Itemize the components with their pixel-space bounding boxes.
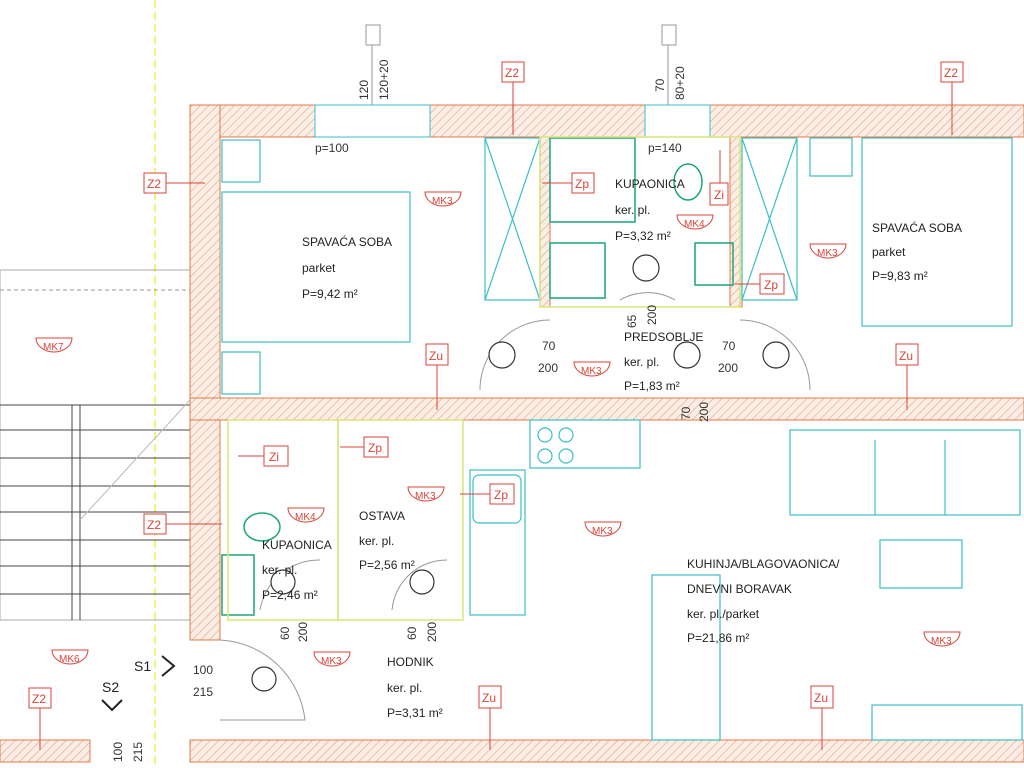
window-dim-height: 80+20 xyxy=(673,66,687,100)
door-dim: 100 xyxy=(193,663,213,677)
svg-text:MK4: MK4 xyxy=(684,219,705,230)
staircase xyxy=(0,269,191,621)
svg-text:MK3: MK3 xyxy=(321,656,342,667)
svg-text:MK4: MK4 xyxy=(295,512,316,523)
door-dim: 200 xyxy=(718,361,738,375)
svg-text:MK3: MK3 xyxy=(817,248,838,259)
room-bedroom-2: SPAVAĆA SOBA parket P=9,83 m² xyxy=(872,220,962,283)
svg-text:Zp: Zp xyxy=(368,441,382,455)
svg-text:P=9,83 m²: P=9,83 m² xyxy=(872,269,928,283)
window-dim-width: 120 xyxy=(357,80,371,100)
svg-text:ker. pl.: ker. pl. xyxy=(262,563,297,577)
svg-text:MK6: MK6 xyxy=(59,654,80,665)
room-bathroom-1: KUPAONICA ker. pl. P=3,32 m² xyxy=(615,177,685,243)
room-corridor: HODNIK ker. pl. P=3,31 m² xyxy=(387,655,443,720)
svg-text:KUPAONICA: KUPAONICA xyxy=(262,538,332,552)
svg-text:Zu: Zu xyxy=(814,691,828,705)
svg-text:SPAVAĆA SOBA: SPAVAĆA SOBA xyxy=(872,220,962,235)
svg-text:Z2: Z2 xyxy=(147,518,161,532)
svg-text:SPAVAĆA SOBA: SPAVAĆA SOBA xyxy=(302,234,392,249)
svg-text:OSTAVA: OSTAVA xyxy=(359,509,405,523)
door-dim: 60 xyxy=(278,626,292,640)
svg-text:parket: parket xyxy=(302,261,336,275)
door-dim: 200 xyxy=(296,622,310,642)
room-hallway-entry: PREDSOBLJE ker. pl. P=1,83 m² xyxy=(624,330,703,393)
svg-text:MK3: MK3 xyxy=(931,636,952,647)
door-dim: 100 xyxy=(111,742,125,762)
door-dim: 200 xyxy=(645,305,659,325)
door-dim: 65 xyxy=(625,314,639,328)
svg-text:Z2: Z2 xyxy=(505,66,519,80)
door-dim: 200 xyxy=(425,622,439,642)
window-dim-height: 120+20 xyxy=(377,59,391,100)
svg-text:MK3: MK3 xyxy=(592,526,613,537)
svg-text:MK7: MK7 xyxy=(43,342,64,353)
svg-text:P=1,83 m²: P=1,83 m² xyxy=(624,379,680,393)
doors xyxy=(219,254,811,721)
svg-text:MK3: MK3 xyxy=(415,491,436,502)
door-dim: 215 xyxy=(131,742,145,762)
svg-text:P=3,32 m²: P=3,32 m² xyxy=(615,229,671,243)
svg-text:PREDSOBLJE: PREDSOBLJE xyxy=(624,330,703,344)
svg-text:Zp: Zp xyxy=(575,177,589,191)
svg-text:Zp: Zp xyxy=(764,278,778,292)
svg-text:ker. pl.: ker. pl. xyxy=(387,681,422,695)
svg-text:P=3,31 m²: P=3,31 m² xyxy=(387,706,443,720)
door-dim: 200 xyxy=(538,361,558,375)
door-dim: 215 xyxy=(193,685,213,699)
svg-text:KUHINJA/BLAGOVAONICA/: KUHINJA/BLAGOVAONICA/ xyxy=(687,557,840,571)
svg-text:P=9,42 m²: P=9,42 m² xyxy=(302,287,358,301)
svg-text:Z2: Z2 xyxy=(32,692,46,706)
svg-text:Zi: Zi xyxy=(714,188,724,202)
svg-text:HODNIK: HODNIK xyxy=(387,655,434,669)
svg-text:parket: parket xyxy=(872,245,906,259)
svg-text:Z2: Z2 xyxy=(944,66,958,80)
window-dim-width: 70 xyxy=(653,78,667,92)
door-dim: 70 xyxy=(722,339,736,353)
svg-text:Zu: Zu xyxy=(429,349,443,363)
furniture xyxy=(221,136,1023,741)
svg-text:P=21,86 m²: P=21,86 m² xyxy=(687,631,749,645)
room-storage: OSTAVA ker. pl. P=2,56 m² xyxy=(359,509,415,572)
chevron-right-icon xyxy=(161,655,176,677)
section-marker-s1: S1 xyxy=(134,658,151,674)
room-living-kitchen: KUHINJA/BLAGOVAONICA/ DNEVNI BORAVAK ker… xyxy=(687,557,840,645)
door-dim: 70 xyxy=(679,406,693,420)
svg-text:ker. pl.: ker. pl. xyxy=(624,355,659,369)
section-marker-s2: S2 xyxy=(102,679,119,695)
svg-text:DNEVNI BORAVAK: DNEVNI BORAVAK xyxy=(687,582,792,596)
svg-text:ker. pl.: ker. pl. xyxy=(359,534,394,548)
parapet-height: p=140 xyxy=(648,141,682,155)
room-bathroom-2: KUPAONICA ker. pl. P=2,46 m² xyxy=(262,538,332,602)
svg-text:MK3: MK3 xyxy=(581,366,602,377)
window-2 xyxy=(644,104,711,138)
room-bedroom-1: SPAVAĆA SOBA parket P=9,42 m² xyxy=(302,234,392,301)
chevron-down-icon xyxy=(101,699,123,712)
svg-text:MK3: MK3 xyxy=(432,196,453,207)
svg-text:Zu: Zu xyxy=(482,691,496,705)
door-dim: 70 xyxy=(542,339,556,353)
svg-text:KUPAONICA: KUPAONICA xyxy=(615,177,685,191)
material-markers: MK3 MK4 MK3 MK3 MK7 MK3 MK4 MK3 MK3 MK6 … xyxy=(35,191,961,667)
svg-text:Z2: Z2 xyxy=(147,177,161,191)
walls xyxy=(0,104,1024,763)
tags: Z2 Z2 Z2 Z2 Z2 Zp Zp Zp Zp Zi Zi Zu Zu Z… xyxy=(28,61,964,750)
svg-text:ker. pl.: ker. pl. xyxy=(615,203,650,217)
svg-text:P=2,56 m²: P=2,56 m² xyxy=(359,558,415,572)
svg-text:P=2,46 m²: P=2,46 m² xyxy=(262,588,318,602)
door-dim: 60 xyxy=(405,626,419,640)
svg-text:ker. pl./parket: ker. pl./parket xyxy=(687,607,760,621)
svg-text:Zi: Zi xyxy=(269,450,279,464)
svg-text:Zp: Zp xyxy=(494,488,508,502)
parapet-height: p=100 xyxy=(315,141,349,155)
svg-text:Zu: Zu xyxy=(899,349,913,363)
window-1 xyxy=(314,104,431,138)
door-dim: 200 xyxy=(697,402,711,422)
